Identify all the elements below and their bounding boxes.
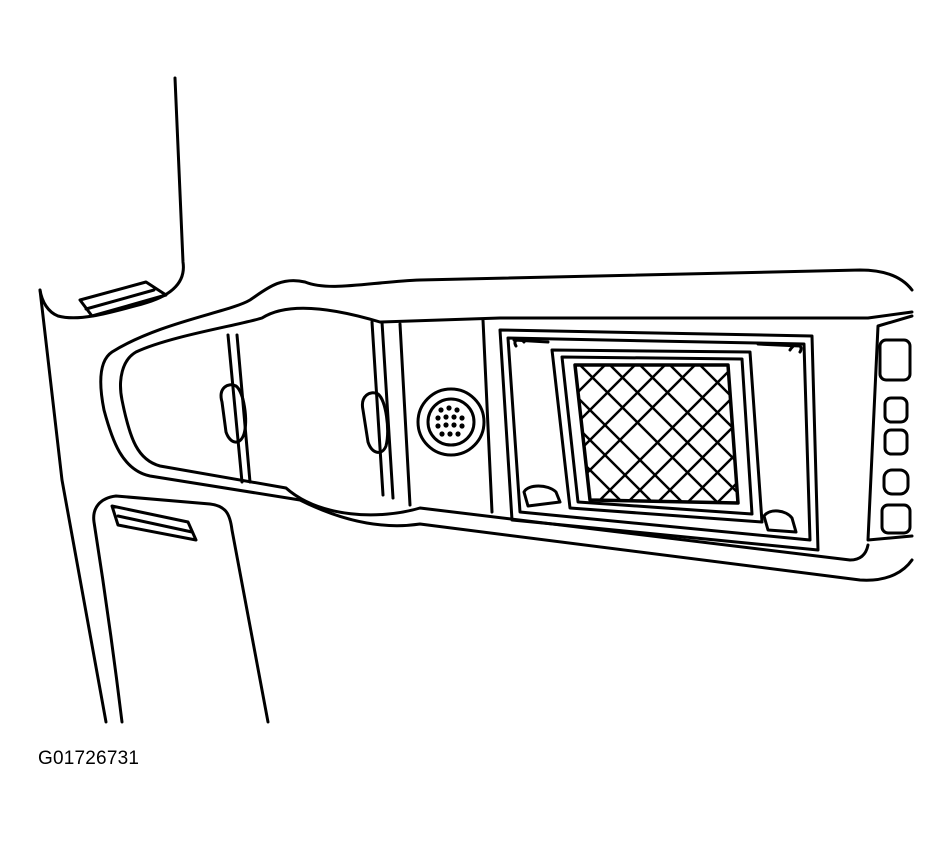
switch-display bbox=[878, 338, 912, 382]
divider-3 bbox=[398, 322, 412, 507]
pillar-edge-lower bbox=[38, 288, 108, 724]
microphone-grille bbox=[416, 387, 486, 457]
upper-clip-tab bbox=[78, 280, 168, 318]
net-hook-bottom-right bbox=[762, 509, 798, 534]
net-frame bbox=[550, 348, 764, 524]
console-inner-outline bbox=[119, 306, 914, 562]
switch-panel-outline bbox=[866, 314, 914, 542]
net-frame-inner bbox=[560, 355, 754, 516]
compartment-outer bbox=[498, 328, 820, 552]
lower-clip-tab bbox=[110, 504, 198, 542]
left-lamp-switch bbox=[219, 383, 248, 444]
switch-button-4 bbox=[880, 503, 912, 535]
console-outer-outline bbox=[99, 268, 914, 582]
switch-button-1 bbox=[883, 396, 909, 424]
center-lamp-switch bbox=[360, 391, 390, 454]
pillar-edge-upper bbox=[38, 76, 185, 320]
net-hook-top-left bbox=[512, 337, 550, 348]
divider-2b bbox=[380, 320, 395, 500]
divider-1 bbox=[226, 333, 244, 484]
net-hook-bottom-left bbox=[522, 484, 562, 508]
right-switch-panel bbox=[866, 314, 914, 542]
switch-button-3 bbox=[882, 468, 910, 496]
storage-net-compartment bbox=[498, 328, 820, 552]
lower-panel-edge bbox=[92, 494, 270, 724]
switch-button-2 bbox=[883, 428, 909, 456]
net-hook-top-right bbox=[756, 342, 803, 354]
net-border bbox=[573, 363, 740, 505]
compartment-inner bbox=[506, 336, 812, 542]
overhead-console bbox=[99, 268, 914, 582]
divider-4 bbox=[481, 318, 494, 514]
figure-code-label: G01726731 bbox=[38, 748, 140, 769]
divider-2 bbox=[370, 320, 385, 497]
